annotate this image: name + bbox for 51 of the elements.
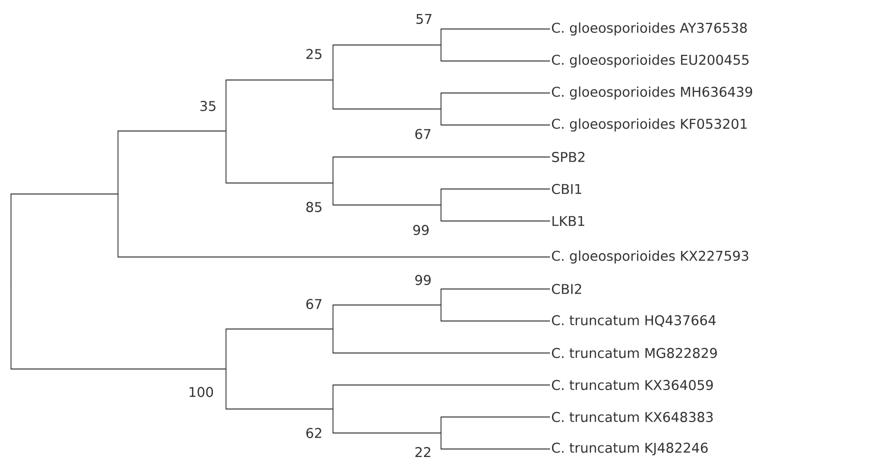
tree-branch bbox=[10, 280, 226, 370]
leaf-label: C. truncatum HQ437664 bbox=[552, 315, 716, 327]
tree-branch bbox=[332, 44, 442, 80]
bootstrap-value: 35 bbox=[200, 100, 216, 112]
leaf-label: C. gloeosporioides EU200455 bbox=[552, 54, 748, 68]
tree-branch bbox=[332, 182, 442, 206]
leaf-label: C. truncatum MG822829 bbox=[552, 348, 717, 358]
tree-branch bbox=[332, 328, 550, 354]
tree-branch bbox=[440, 188, 550, 206]
bootstrap-value: 22 bbox=[415, 447, 430, 458]
tree-branch bbox=[440, 204, 550, 222]
tree-branch bbox=[332, 384, 550, 410]
tree-branch bbox=[226, 368, 334, 410]
leaf-label: C. gloeosporioides AY376538 bbox=[552, 22, 747, 36]
tree-branch bbox=[332, 408, 442, 434]
bootstrap-value: 67 bbox=[415, 128, 430, 140]
tree-branch bbox=[332, 304, 442, 330]
tree-branch bbox=[118, 130, 226, 194]
leaf-label: C. gloeosporioides KF053201 bbox=[552, 118, 747, 132]
bootstrap-value: 67 bbox=[306, 298, 322, 310]
tree-branch bbox=[226, 130, 334, 184]
bootstrap-value: 25 bbox=[306, 48, 322, 60]
tree-branch bbox=[440, 416, 550, 434]
tree-branch bbox=[440, 108, 550, 126]
tree-branch bbox=[440, 28, 550, 46]
leaf-label: C. gloeosporioides MH636439 bbox=[552, 86, 752, 100]
tree-branch bbox=[118, 194, 550, 258]
bootstrap-value: 99 bbox=[415, 274, 431, 286]
tree-branch bbox=[10, 194, 118, 282]
tree-branch bbox=[440, 92, 550, 110]
bootstrap-value: 85 bbox=[306, 202, 322, 212]
leaf-label: C. truncatum KX364059 bbox=[552, 380, 713, 390]
leaf-label: CBI2 bbox=[552, 284, 582, 294]
leaf-label: SPB2 bbox=[552, 152, 584, 162]
tree-branch bbox=[226, 80, 334, 132]
leaf-label: C. gloeosporioides KX227593 bbox=[552, 250, 748, 264]
bootstrap-value: 62 bbox=[306, 428, 322, 438]
tree-branch bbox=[332, 80, 442, 110]
leaf-label: LKB1 bbox=[552, 216, 584, 226]
tree-branch bbox=[226, 328, 334, 370]
tree-branch bbox=[440, 44, 550, 62]
leaf-label: CBI1 bbox=[552, 184, 582, 194]
tree-branch bbox=[440, 304, 550, 322]
bootstrap-value: 100 bbox=[190, 386, 213, 398]
bootstrap-value: 99 bbox=[413, 224, 429, 236]
leaf-label: C. truncatum KJ482246 bbox=[552, 442, 708, 456]
tree-branch bbox=[440, 432, 550, 450]
leaf-label: C. truncatum KX648383 bbox=[552, 412, 713, 422]
tree-branch bbox=[440, 288, 550, 306]
tree-branch bbox=[332, 156, 550, 184]
bootstrap-value: 57 bbox=[416, 14, 432, 24]
